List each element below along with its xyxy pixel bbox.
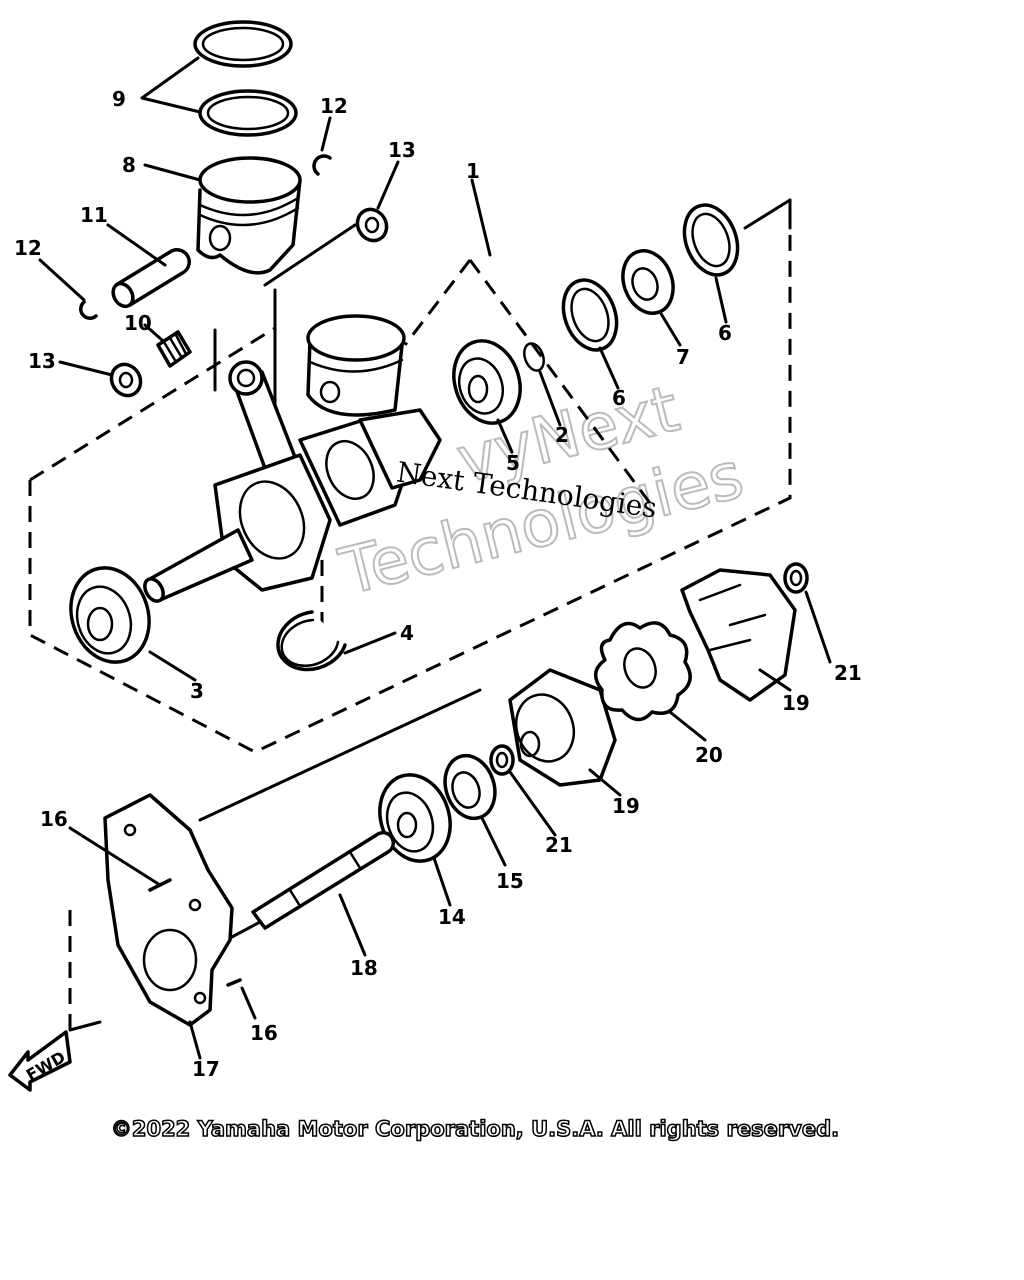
callout-17: 17	[192, 1057, 220, 1081]
callout-11: 11	[80, 203, 108, 227]
fwd-arrow-icon: FWD	[8, 1030, 72, 1092]
bearing-small	[621, 249, 675, 315]
callout-19-left: 19	[612, 794, 640, 818]
coupling-lower	[508, 668, 617, 787]
callout-leaders	[38, 56, 832, 1060]
callout-2: 2	[555, 423, 569, 447]
guide-lines	[68, 198, 792, 1032]
oil-seals	[561, 203, 740, 352]
callout-5: 5	[506, 451, 520, 475]
callout-16-top: 16	[40, 807, 68, 831]
gasket	[103, 793, 242, 1027]
callout-16-bottom: 16	[250, 1021, 278, 1045]
callout-21-left: 21	[545, 833, 573, 857]
main-bearing-left	[69, 566, 151, 664]
circlips	[79, 154, 332, 320]
coupling-upper	[680, 568, 797, 702]
callout-15: 15	[496, 869, 524, 893]
callout-14: 14	[438, 905, 466, 929]
callout-13-left: 13	[28, 349, 56, 373]
drive-shaft	[251, 830, 395, 930]
assembly-boundary-lines	[28, 228, 792, 1030]
callout-6-right: 6	[718, 321, 732, 345]
callout-12-left: 12	[14, 236, 42, 260]
callout-13-top: 13	[388, 138, 416, 162]
callout-10: 10	[124, 311, 152, 335]
needle-bearing	[156, 330, 192, 368]
piston	[196, 156, 302, 275]
piston-pin	[111, 248, 191, 309]
callout-18: 18	[350, 956, 378, 980]
piston-rings	[193, 20, 298, 137]
crankshaft-assembly	[143, 314, 442, 603]
rubber-damper	[594, 621, 692, 722]
callout-9: 9	[112, 87, 126, 111]
circlip-ring	[276, 610, 347, 672]
bearing-15	[443, 753, 497, 821]
small-washers	[489, 562, 809, 776]
callout-21-right: 21	[834, 661, 862, 685]
callout-6-left: 6	[612, 386, 626, 410]
o-ring	[523, 342, 545, 372]
bearing-14	[378, 773, 452, 863]
callout-20: 20	[695, 743, 723, 767]
callout-7: 7	[676, 345, 690, 369]
callout-19-right: 19	[782, 691, 810, 715]
callout-labels: 9 8 12 13 1 11 12 10 13 6 7 6 2 5 4 3 21…	[14, 87, 862, 1081]
callout-3: 3	[190, 679, 204, 703]
callout-4: 4	[400, 621, 414, 645]
callout-12-top: 12	[320, 94, 348, 118]
callout-1: 1	[466, 159, 480, 183]
callout-8: 8	[122, 153, 136, 177]
copyright-notice: ©2022 Yamaha Motor Corporation, U.S.A. A…	[110, 1116, 840, 1142]
thrust-washers	[109, 207, 389, 398]
